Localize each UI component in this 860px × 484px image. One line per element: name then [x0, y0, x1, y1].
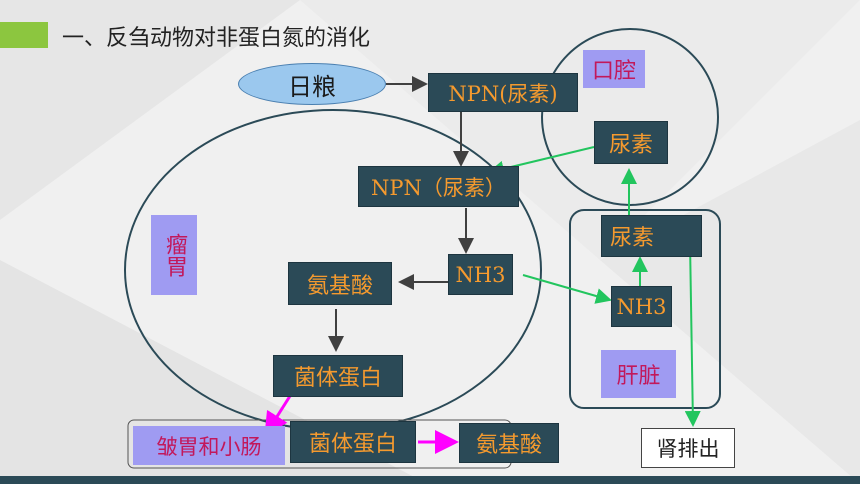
urea-oral-box: 尿素 [594, 121, 668, 164]
oral-label: 口腔 [583, 50, 645, 88]
bottom-bar [0, 476, 860, 484]
amino-rumen-box: 氨基酸 [288, 262, 392, 305]
npn-rumen-box: NPN（尿素） [358, 166, 519, 207]
npn-top-box: NPN(尿素) [428, 73, 578, 112]
protein-rumen-box: 菌体蛋白 [273, 355, 403, 397]
page-title: 一、反刍动物对非蛋白氮的消化 [62, 26, 371, 51]
abomasum-label: 皱胃和小肠 [133, 426, 285, 465]
protein-gut-box: 菌体蛋白 [290, 421, 416, 463]
rumen-label: 瘤胃 [151, 215, 197, 295]
nh3-liver-box: NH3 [611, 286, 672, 327]
amino-gut-box: 氨基酸 [459, 423, 559, 463]
liver-label: 肝脏 [601, 350, 676, 398]
urea-liver-box: 尿素 [601, 215, 702, 257]
title-accent-bar [0, 22, 48, 48]
nh3-rumen-box: NH3 [448, 254, 513, 295]
kidney-box: 肾排出 [641, 428, 735, 468]
feed-node: 日粮 [238, 63, 386, 105]
